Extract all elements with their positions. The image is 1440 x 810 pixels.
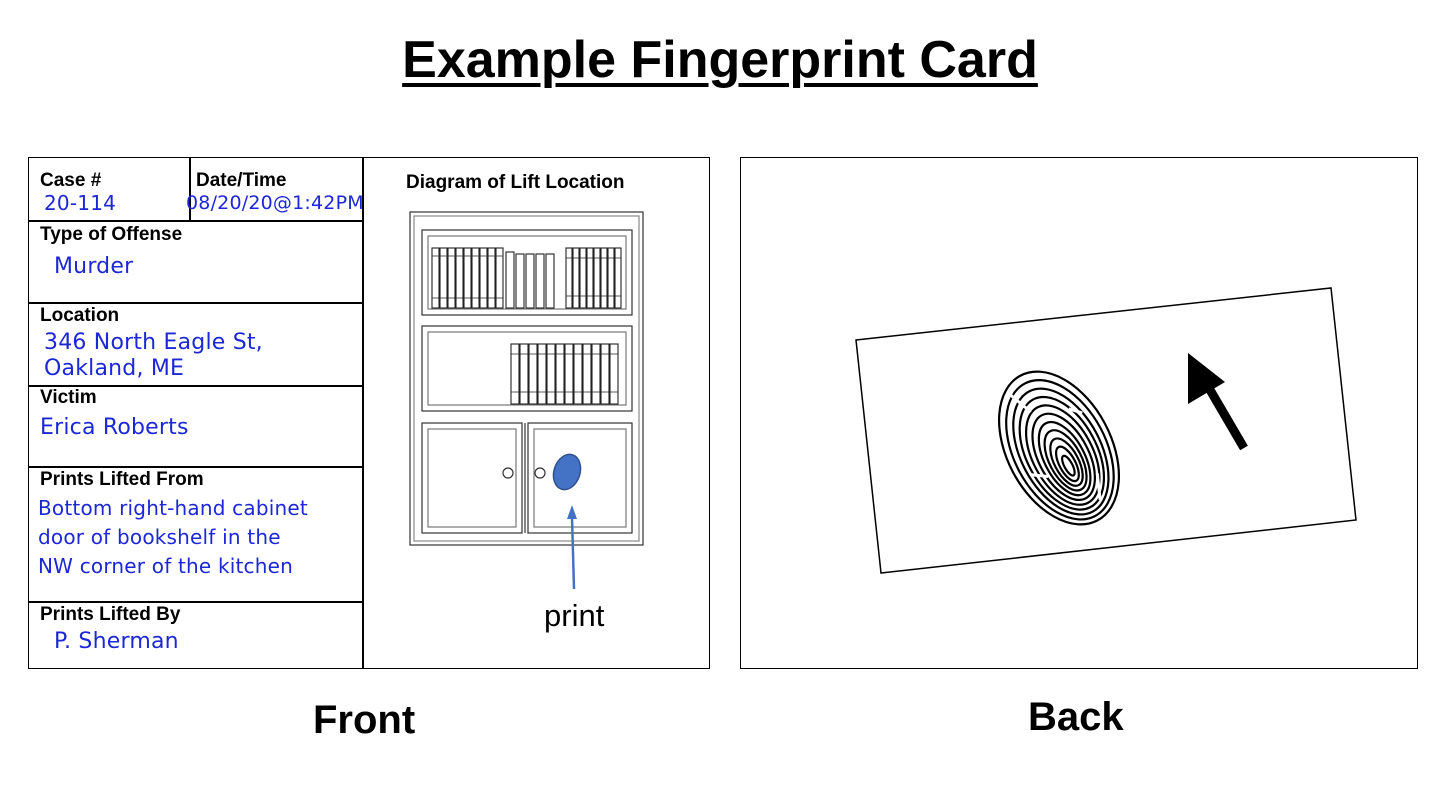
arrow-up-left-icon xyxy=(1188,353,1248,451)
row-divider xyxy=(29,466,363,468)
datetime-label: Date/Time xyxy=(196,170,287,191)
fingerprint-icon xyxy=(997,370,1121,526)
lifted-from-line-3: NW corner of the kitchen xyxy=(38,554,294,578)
offense-value: Murder xyxy=(54,254,134,279)
location-label: Location xyxy=(40,305,120,326)
bookshelf-diagram xyxy=(409,211,644,546)
lifted-by-label: Prints Lifted By xyxy=(40,604,181,625)
card-front: Case # 20-114 Date/Time 08/20/20@1:42PM … xyxy=(28,157,710,669)
card-back xyxy=(740,157,1418,669)
row-divider xyxy=(29,601,363,603)
column-divider xyxy=(362,158,364,668)
lifted-by-value: P. Sherman xyxy=(54,629,179,654)
print-annotation: print xyxy=(544,598,605,633)
print-location-marker xyxy=(552,453,582,491)
front-caption: Front xyxy=(313,698,416,742)
case-number-value: 20-114 xyxy=(44,191,117,215)
lifted-from-line-1: Bottom right-hand cabinet xyxy=(38,496,308,520)
row-divider xyxy=(29,220,363,222)
row-divider xyxy=(29,385,363,387)
offense-label: Type of Offense xyxy=(40,224,183,245)
row-divider xyxy=(29,302,363,304)
page-title: Example Fingerprint Card xyxy=(402,31,1038,89)
case-number-label: Case # xyxy=(40,170,102,191)
lift-tape-illustration xyxy=(855,287,1357,574)
lift-tape xyxy=(855,287,1357,574)
datetime-value: 08/20/20@1:42PM xyxy=(186,192,364,214)
header-divider xyxy=(189,158,191,220)
lifted-from-label: Prints Lifted From xyxy=(40,469,204,490)
victim-label: Victim xyxy=(40,387,97,408)
location-line-1: 346 North Eagle St, xyxy=(44,330,263,355)
back-caption: Back xyxy=(1028,695,1124,739)
diagram-label: Diagram of Lift Location xyxy=(406,172,625,193)
lifted-from-line-2: door of bookshelf in the xyxy=(38,525,281,549)
victim-value: Erica Roberts xyxy=(40,415,189,440)
arrow-up-icon xyxy=(567,505,577,590)
location-line-2: Oakland, ME xyxy=(44,356,185,381)
